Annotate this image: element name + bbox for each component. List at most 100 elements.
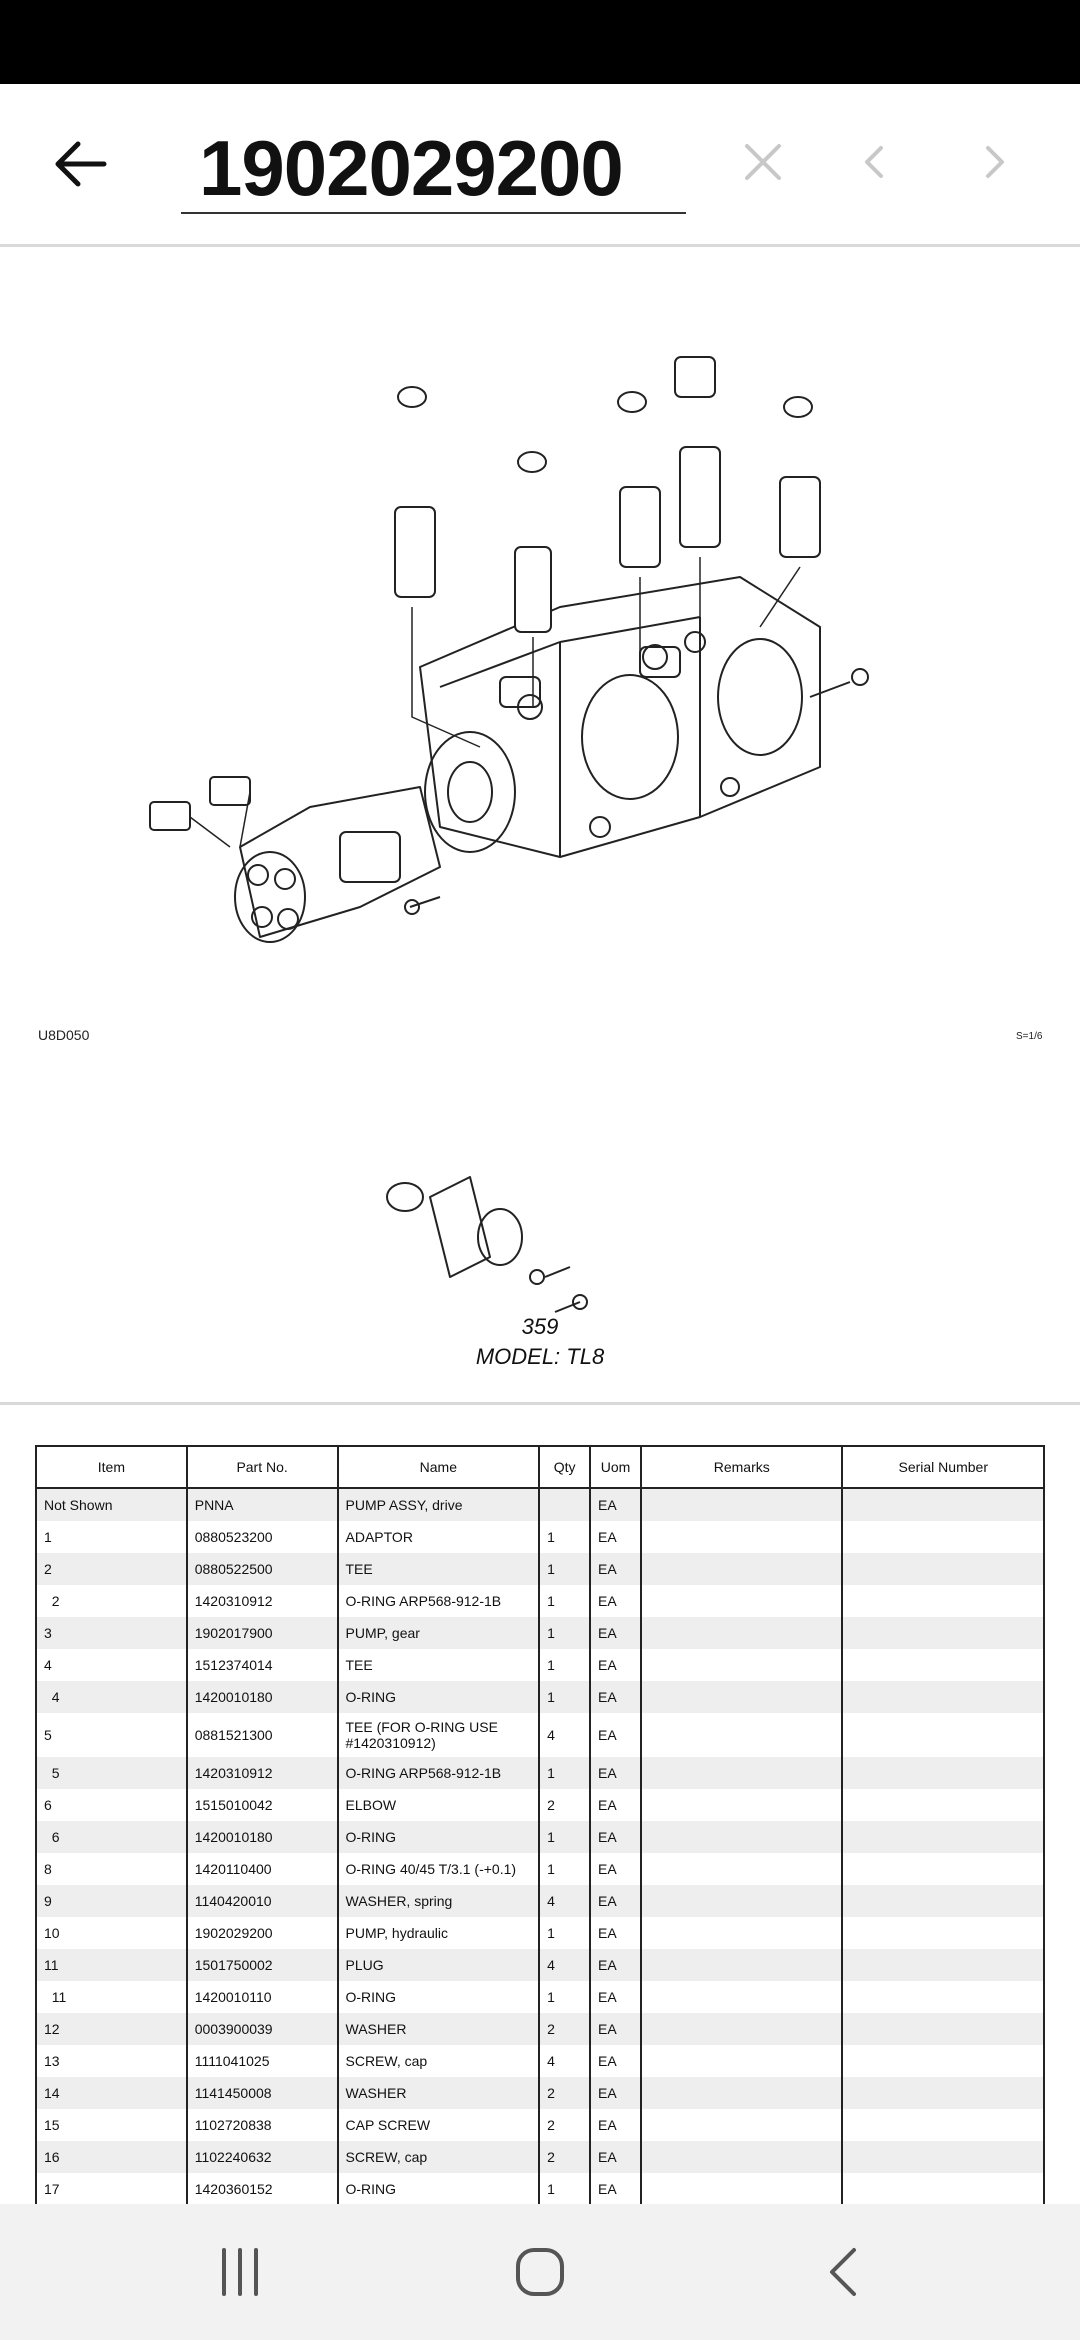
serial-number-cell — [841, 1885, 1045, 1917]
item-cell: 2 — [35, 1553, 188, 1585]
qty-cell: 1 — [538, 1853, 592, 1885]
remarks-cell — [639, 2077, 844, 2109]
diagram-model: MODEL: TL8 — [475, 1344, 605, 1369]
previous-match-icon[interactable] — [853, 140, 897, 184]
diagram-page-number: 359 — [521, 1314, 559, 1339]
serial-number-cell — [841, 1521, 1045, 1553]
qty-cell: 2 — [538, 2013, 592, 2045]
qty-cell: 1 — [538, 1757, 592, 1789]
part-no-cell: 1111041025 — [185, 2045, 339, 2077]
name-cell: PUMP, gear — [336, 1617, 541, 1649]
serial-number-cell — [841, 1949, 1045, 1981]
qty-cell: 2 — [538, 1789, 592, 1821]
name-cell: SCREW, cap — [336, 2045, 541, 2077]
name-cell: WASHER — [336, 2013, 541, 2045]
uom-cell: EA — [589, 2109, 642, 2141]
serial-number-cell — [841, 1617, 1045, 1649]
serial-number-cell — [841, 1553, 1045, 1585]
part-no-cell: PNNA — [185, 1488, 339, 1521]
name-cell: PUMP, hydraulic — [336, 1917, 541, 1949]
part-search-input[interactable] — [181, 124, 686, 212]
part-search-field[interactable] — [181, 124, 686, 214]
part-no-cell: 1141450008 — [185, 2077, 339, 2109]
qty-cell: 1 — [538, 1521, 592, 1553]
qty-cell: 2 — [538, 2077, 592, 2109]
uom-cell: EA — [589, 1917, 642, 1949]
serial-number-cell — [841, 1488, 1045, 1521]
system-nav-bar — [0, 2204, 1080, 2340]
part-no-cell: 1512374014 — [185, 1649, 339, 1681]
remarks-cell — [639, 1553, 844, 1585]
part-no-cell: 0880522500 — [185, 1553, 339, 1585]
remarks-cell — [639, 1713, 844, 1757]
qty-cell: 1 — [538, 1585, 592, 1617]
name-cell: O-RING — [336, 1681, 541, 1713]
back-arrow-icon[interactable] — [48, 132, 112, 196]
remarks-cell — [639, 1789, 844, 1821]
item-cell: 4 — [35, 1649, 188, 1681]
remarks-cell — [639, 2013, 844, 2045]
diagram-scale: S=1/6 — [1016, 1031, 1043, 1042]
item-cell: 15 — [35, 2109, 188, 2141]
uom-cell: EA — [589, 1757, 642, 1789]
name-cell: O-RING ARP568-912-1B — [336, 1757, 541, 1789]
item-cell: 6 — [35, 1821, 188, 1853]
col-header-part-no: Part No. — [185, 1445, 339, 1489]
serial-number-cell — [841, 1585, 1045, 1617]
serial-number-cell — [841, 1757, 1045, 1789]
qty-cell: 2 — [538, 2141, 592, 2173]
section-divider — [0, 1402, 1080, 1405]
uom-cell: EA — [589, 2141, 642, 2173]
qty-cell: 1 — [538, 1649, 592, 1681]
name-cell: CAP SCREW — [336, 2109, 541, 2141]
part-no-cell: 1102240632 — [185, 2141, 339, 2173]
next-match-icon[interactable] — [972, 140, 1016, 184]
remarks-cell — [639, 1885, 844, 1917]
back-icon[interactable] — [812, 2240, 876, 2304]
name-cell: PUMP ASSY, drive — [336, 1488, 541, 1521]
item-cell: 10 — [35, 1917, 188, 1949]
item-cell: 11 — [35, 1949, 188, 1981]
qty-cell: 1 — [538, 1821, 592, 1853]
remarks-cell — [639, 1949, 844, 1981]
table-header-row: Item Part No. Name Qty Uom Remarks Seria… — [35, 1445, 1045, 1489]
name-cell: SCREW, cap — [336, 2141, 541, 2173]
home-icon[interactable] — [508, 2240, 572, 2304]
serial-number-cell — [841, 1981, 1045, 2013]
remarks-cell — [639, 1649, 844, 1681]
qty-cell: 4 — [538, 1949, 592, 1981]
serial-number-cell — [841, 1713, 1045, 1757]
name-cell: WASHER, spring — [336, 1885, 541, 1917]
serial-number-cell — [841, 2045, 1045, 2077]
uom-cell: EA — [589, 1713, 642, 1757]
pump-exploded-view — [149, 356, 869, 1313]
part-no-cell: 1902029200 — [185, 1917, 339, 1949]
remarks-cell — [639, 1681, 844, 1713]
part-no-cell: 1420310912 — [185, 1585, 339, 1617]
recent-apps-icon[interactable] — [208, 2240, 272, 2304]
serial-number-cell — [841, 1917, 1045, 1949]
clear-icon[interactable] — [741, 140, 785, 184]
